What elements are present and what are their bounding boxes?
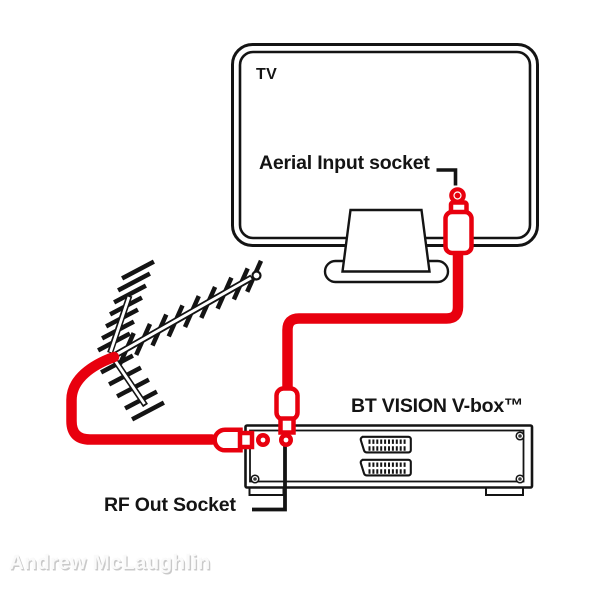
scart-socket-2: [359, 458, 412, 477]
tv-aerial-input-socket: [449, 187, 466, 204]
vbox-screws: [250, 431, 525, 484]
antenna-cable-plug: [212, 427, 255, 453]
antenna-cable: [66, 351, 218, 445]
vbox-right-foot: [485, 488, 524, 496]
vbox-left-foot: [248, 488, 285, 496]
tv-stand: [341, 208, 431, 273]
vbox-inner-panel: [249, 429, 525, 483]
vbox-name-label: BT VISION V-box™: [351, 395, 524, 417]
tv-label: TV: [256, 66, 278, 83]
author-watermark: Andrew McLaughlin: [9, 551, 211, 574]
antenna-boom-end-loop: [251, 270, 262, 281]
rf-out-socket: [279, 433, 293, 447]
rf-in-socket: [256, 433, 270, 447]
vbox-body: [244, 424, 534, 489]
aerial-antenna: [97, 259, 264, 422]
rf-out-socket-label: RF Out Socket: [104, 494, 236, 516]
scart-socket-1: [359, 435, 412, 454]
tv-aerial-plug: [443, 200, 474, 256]
aerial-input-socket-label: Aerial Input socket: [259, 152, 430, 174]
rf-out-leader-line: [252, 445, 287, 512]
rf-out-cable: [282, 244, 464, 397]
vbox: [244, 424, 534, 496]
aerial-input-leader-line: [436, 168, 458, 186]
rf-out-cable-plug: [274, 386, 300, 435]
